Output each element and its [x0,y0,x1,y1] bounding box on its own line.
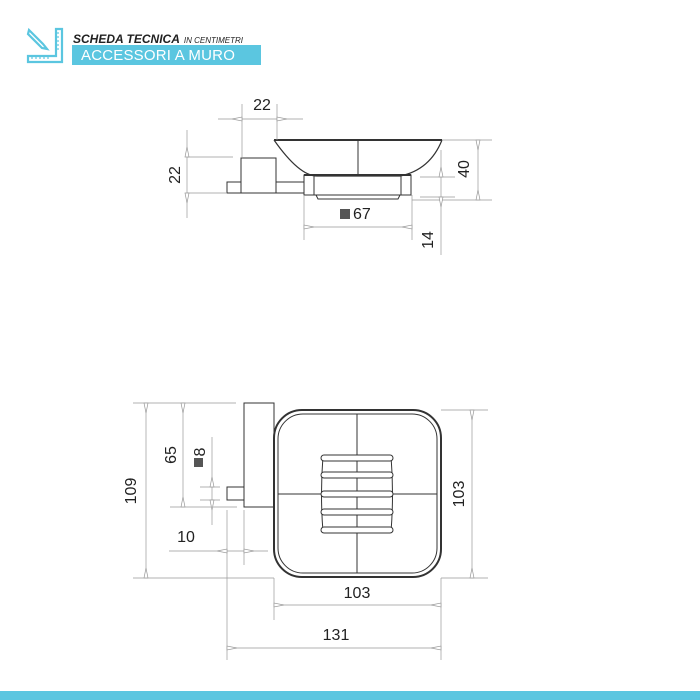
title-text: SCHEDA TECNICA [73,32,180,46]
front-view: 109 65 8 10 103 103 131 [123,402,488,660]
category-banner: ACCESSORI A MURO [72,45,261,65]
dim-left-height: 22 [167,166,184,184]
dim-dish-width: 103 [344,585,371,602]
side-view: 22 22 40 14 67 [167,97,492,255]
dim-total-width: 131 [323,627,350,644]
dim-total-height: 109 [123,478,140,505]
square-symbol-icon [194,458,203,467]
dim-base-width: 67 [353,206,371,223]
dim-base-thickness: 14 [420,231,437,249]
dim-bar-offset: 10 [177,529,195,546]
dim-dish-height: 103 [451,481,468,508]
square-symbol-icon [340,209,350,219]
footer-bar [0,691,700,700]
dim-mount-height: 65 [163,446,180,464]
dim-right-height: 40 [456,160,473,178]
subtitle-text: IN CENTIMETRI [183,36,244,45]
dim-top-width: 22 [253,97,271,114]
pencil-ruler-icon [26,27,64,64]
dim-bar-size: 8 [192,447,209,456]
